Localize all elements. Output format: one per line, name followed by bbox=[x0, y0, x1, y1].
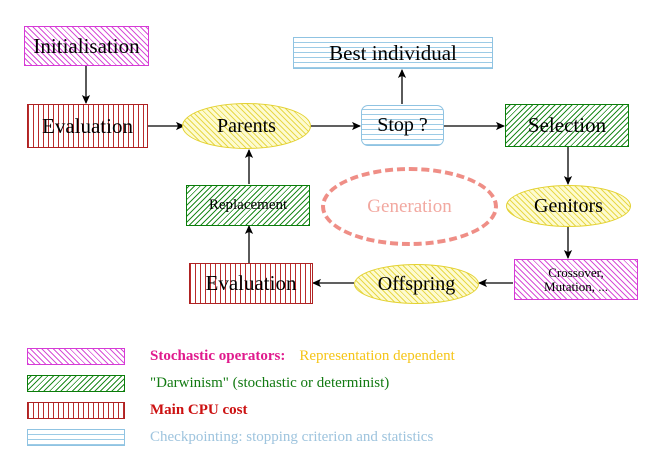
node-stop[interactable]: Stop ? bbox=[361, 105, 444, 146]
node-offspring[interactable]: Offspring bbox=[354, 264, 479, 304]
node-selection[interactable]: Selection bbox=[505, 104, 629, 147]
legend-swatch-green-diagonal-hatch-icon bbox=[27, 375, 125, 392]
node-parents[interactable]: Parents bbox=[182, 103, 311, 149]
legend-row-main-cpu-cost: Main CPU cost bbox=[27, 402, 248, 419]
node-replacement[interactable]: Replacement bbox=[186, 185, 310, 226]
legend-swatch-blue-horizontal-hatch-icon bbox=[27, 429, 125, 446]
node-crossover-mutation[interactable]: Crossover, Mutation, ... bbox=[514, 259, 638, 300]
legend-swatch-red-vertical-hatch-icon bbox=[27, 402, 125, 419]
legend-label-stochastic-operators: Stochastic operators: Representation depe… bbox=[150, 348, 455, 365]
node-evaluation-top[interactable]: Evaluation bbox=[27, 104, 148, 148]
legend-text-checkpointing: Checkpointing: stopping criterion and st… bbox=[150, 429, 434, 445]
node-genitors[interactable]: Genitors bbox=[506, 185, 631, 227]
generation-loop-label: Generation bbox=[321, 167, 498, 246]
legend-text-main-cpu-cost: Main CPU cost bbox=[150, 402, 248, 418]
node-initialisation[interactable]: Initialisation bbox=[24, 26, 149, 66]
legend-row-darwinism: "Darwinism" (stochastic or determinist) bbox=[27, 375, 389, 392]
legend-text-darwinism: "Darwinism" (stochastic or determinist) bbox=[150, 375, 390, 391]
legend-text-representation-dependent: Representation dependent bbox=[299, 348, 455, 364]
node-evaluation-bottom[interactable]: Evaluation bbox=[189, 263, 313, 304]
legend-text-stochastic-operators: Stochastic operators: bbox=[150, 348, 286, 364]
legend-swatch-magenta-diagonal-hatch-icon bbox=[27, 348, 125, 365]
legend-row-stochastic-operators: Stochastic operators: Representation depe… bbox=[27, 348, 455, 365]
legend-row-checkpointing: Checkpointing: stopping criterion and st… bbox=[27, 429, 433, 446]
node-best-individual[interactable]: Best individual bbox=[293, 37, 493, 69]
